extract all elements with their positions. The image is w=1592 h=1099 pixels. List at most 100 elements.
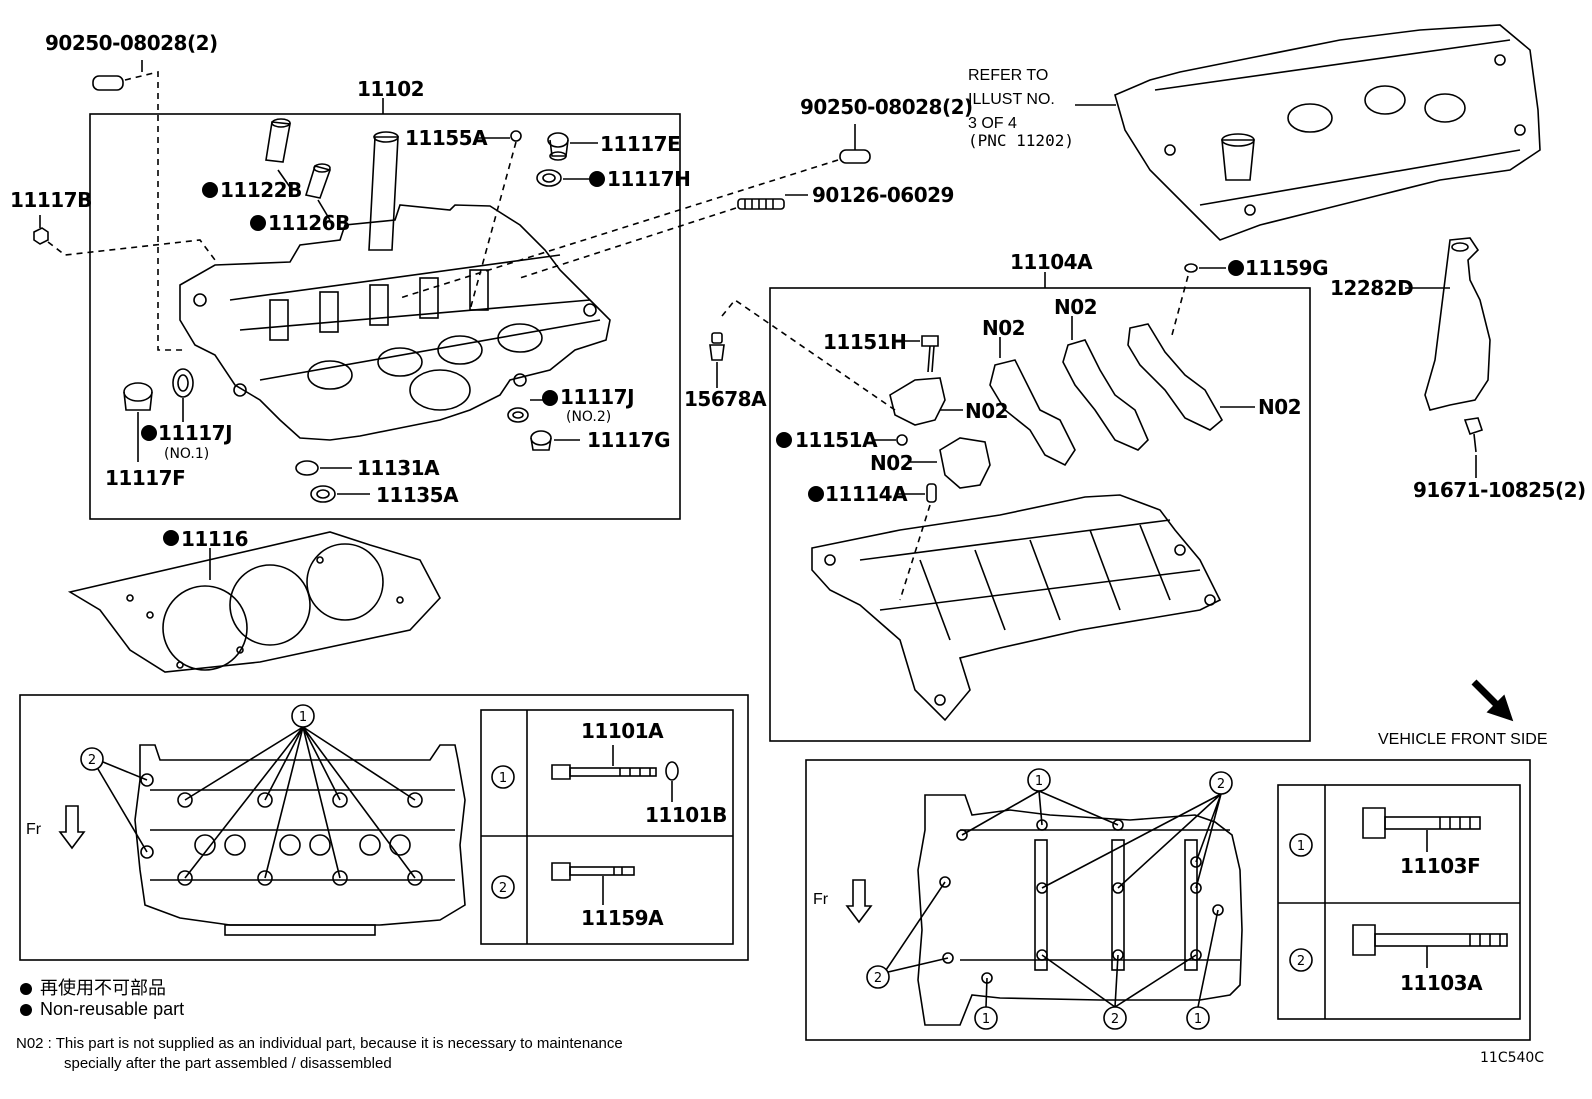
seal-ring-icon: [310, 485, 336, 503]
svg-text:1: 1: [299, 710, 307, 725]
label-11103F: 11103F: [1400, 854, 1480, 878]
housing-top-view-icon: [917, 794, 1243, 1026]
cap-icon: [295, 460, 319, 476]
svg-text:2: 2: [874, 971, 882, 986]
svg-text:1: 1: [1194, 1012, 1202, 1027]
label-11117H: 11117H: [607, 167, 690, 191]
label-11135A: 11135A: [376, 483, 459, 507]
label-11126B: 11126B: [268, 211, 350, 235]
stud-icon: [737, 198, 785, 210]
label-11151H: 11151H: [823, 330, 906, 354]
plug-icon: [123, 382, 153, 411]
label-n02-e: N02: [870, 451, 913, 475]
camshaft-cap-icon: [989, 323, 1224, 467]
callout-2: [80, 747, 104, 771]
label-no2: (NO.2): [566, 409, 611, 425]
refer-line-4: (PNC 11202): [968, 131, 1074, 150]
label-11117G: 11117G: [587, 428, 670, 452]
label-91671: 91671-10825(2): [1413, 478, 1586, 502]
bearing-cap-box: [769, 287, 1311, 742]
label-11155A: 11155A: [405, 126, 488, 150]
ball-icon: [896, 434, 908, 446]
label-n02-a: N02: [982, 316, 1025, 340]
cylinder-head-box: [89, 113, 681, 520]
svg-text:1: 1: [982, 1012, 990, 1027]
pin-icon: [92, 75, 124, 91]
part-labels: 90250-08028(2) 11102 11155A 11117E 11117…: [10, 31, 1586, 1066]
refer-line-1: REFER TO: [968, 67, 1048, 84]
seal-ring-icon: [172, 368, 194, 398]
fr-label-left: Fr: [26, 821, 42, 838]
cylinder-head-icon: [179, 204, 611, 441]
fr-arrow-icon: [845, 879, 873, 924]
label-11117F: 11117F: [105, 466, 185, 490]
fr-arrow-icon: [58, 805, 86, 850]
bolt-icon: [551, 862, 635, 881]
stud-icon: [709, 332, 725, 361]
note-line-1: N02 : This part is not supplied as an in…: [16, 1035, 623, 1052]
legend-jp: 再使用不可部品: [20, 974, 166, 1000]
label-11104A: 11104A: [1010, 250, 1093, 274]
camshaft-housing-icon: [811, 494, 1222, 722]
label-12282D: 12282D: [1330, 276, 1413, 300]
note-line-2: specially after the part assembled / dis…: [64, 1055, 392, 1072]
label-11114A: 11114A: [825, 482, 908, 506]
valve-cover-icon: [1114, 24, 1541, 241]
svg-text:1: 1: [499, 771, 507, 786]
pin-icon: [926, 483, 937, 503]
label-n02-b: N02: [1054, 295, 1097, 319]
label-n02-c: N02: [1258, 395, 1301, 419]
washer-icon: [665, 761, 679, 781]
svg-text:2: 2: [88, 753, 96, 768]
seal-ring-icon: [507, 407, 529, 423]
washer-icon: [1184, 263, 1198, 273]
label-15678A: 15678A: [684, 387, 767, 411]
label-11116: 11116: [181, 527, 248, 551]
head-gasket-icon: [67, 531, 441, 673]
label-11101B: 11101B: [645, 803, 727, 827]
callout-numbers: 1 2 1 2 1 2 2 2 1 1 1 2: [88, 710, 1305, 1027]
pin-icon: [839, 149, 871, 164]
svg-text:2: 2: [1297, 954, 1305, 969]
label-11102: 11102: [357, 77, 424, 101]
seal-ring-icon: [536, 169, 562, 187]
plug-icon: [530, 430, 552, 451]
bolt-table-right: [1277, 784, 1521, 1020]
refer-line-2: ILLUST NO.: [968, 91, 1055, 108]
housing-bolt-pattern-box: [805, 759, 1531, 1041]
svg-text:1: 1: [1035, 774, 1043, 789]
bolt-table-left: [480, 709, 734, 945]
label-n02-d: N02: [965, 399, 1008, 423]
svg-text:2: 2: [1217, 777, 1225, 792]
bolt-icon: [551, 764, 657, 780]
svg-text:2: 2: [499, 881, 507, 896]
vehicle-front-label: VEHICLE FRONT SIDE: [1378, 731, 1548, 748]
label-90250-top: 90250-08028(2): [45, 31, 218, 55]
bolt-icon: [1352, 924, 1508, 956]
plug-icon: [547, 132, 569, 161]
label-11159G: 11159G: [1245, 256, 1328, 280]
label-11117B: 11117B: [10, 188, 92, 212]
label-90250-mid: 90250-08028(2): [800, 95, 973, 119]
label-no1: (NO.1): [164, 446, 209, 462]
plug-icon: [33, 227, 49, 245]
diagram-code: 11C540C: [1480, 1050, 1544, 1066]
non-reusable-markers: [141, 171, 1244, 546]
label-11101A: 11101A: [581, 719, 664, 743]
ball-icon: [510, 130, 522, 142]
guide-icon: [265, 118, 332, 199]
label-11122B: 11122B: [220, 178, 302, 202]
label-11131A: 11131A: [357, 456, 440, 480]
head-bolt-pattern-box: [19, 694, 749, 961]
bolt-icon: [1362, 807, 1481, 839]
label-11151A: 11151A: [795, 428, 878, 452]
refer-line-3: 3 OF 4: [968, 115, 1017, 132]
svg-text:2: 2: [1111, 1012, 1119, 1027]
legend-en: Non-reusable part: [20, 999, 184, 1020]
bolt-icon: [921, 335, 939, 373]
non-reusable-dot-icon: [20, 983, 32, 996]
head-top-view-icon: [134, 744, 466, 936]
non-reusable-dot-icon: [20, 1004, 32, 1017]
